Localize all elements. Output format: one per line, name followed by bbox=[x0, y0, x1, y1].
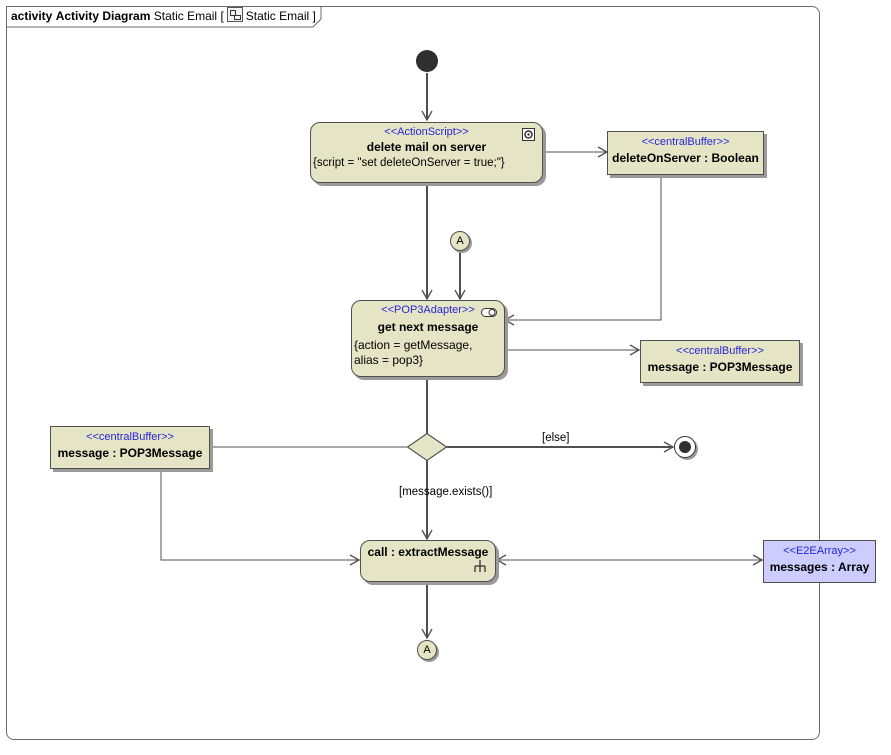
guard-message-exists: [message.exists()] bbox=[399, 486, 493, 498]
array-name: messages : Array bbox=[769, 560, 870, 574]
connector-a-top[interactable]: A bbox=[450, 231, 470, 251]
tagged-value: {script = "set deleteOnServer = true;"} bbox=[313, 157, 505, 169]
frame-ref-name: Static Email bbox=[245, 9, 310, 23]
call-behavior-rake-icon bbox=[474, 560, 486, 572]
buffer-name: message : POP3Message bbox=[647, 360, 793, 374]
tagged-value-line2: alias = pop3} bbox=[354, 353, 424, 367]
stereotype-label: <<ActionScript>> bbox=[384, 126, 469, 138]
diagram-frame bbox=[6, 6, 820, 740]
objflow-message-to-extract bbox=[160, 470, 361, 566]
stereotype-label: <<centralBuffer>> bbox=[86, 431, 174, 443]
central-buffer-delete-on-server[interactable]: <<centralBuffer>> deleteOnServer : Boole… bbox=[607, 131, 764, 175]
central-buffer-message-out[interactable]: <<centralBuffer>> message : POP3Message bbox=[640, 340, 800, 383]
activity-diagram-icon bbox=[226, 7, 243, 22]
central-buffer-message-in[interactable]: <<centralBuffer>> message : POP3Message bbox=[50, 426, 210, 469]
e2e-array-messages[interactable]: <<E2EArray>> messages : Array bbox=[763, 540, 876, 583]
connector-a-bottom[interactable]: A bbox=[417, 640, 437, 660]
guard-else: [else] bbox=[542, 432, 570, 444]
buffer-name: message : POP3Message bbox=[57, 446, 203, 460]
action-name: call : extractMessage bbox=[367, 545, 489, 559]
script-icon bbox=[522, 128, 535, 141]
buffer-name: deleteOnServer : Boolean bbox=[612, 151, 759, 165]
frame-keyword: activity bbox=[11, 9, 53, 23]
action-name: delete mail on server bbox=[366, 140, 487, 154]
stereotype-label: <<E2EArray>> bbox=[783, 545, 856, 557]
frame-diagram-type: Activity Diagram bbox=[55, 9, 151, 23]
initial-node[interactable] bbox=[416, 50, 438, 72]
tagged-value-line1: {action = getMessage, bbox=[354, 338, 473, 352]
stereotype-label: <<centralBuffer>> bbox=[641, 136, 730, 148]
action-delete-mail-on-server[interactable]: <<ActionScript>> delete mail on server {… bbox=[310, 122, 543, 183]
adapter-toggle-icon bbox=[481, 308, 497, 317]
action-call-extract-message[interactable]: call : extractMessage bbox=[360, 540, 496, 582]
frame-ref-open: [ bbox=[220, 9, 224, 23]
frame-ref-close: ] bbox=[312, 9, 316, 23]
diagram-frame-tab: activity Activity Diagram Static Email [… bbox=[6, 6, 316, 27]
activity-final-node[interactable] bbox=[674, 436, 696, 458]
objflow-buffer-to-getnext bbox=[503, 175, 662, 326]
stereotype-label: <<centralBuffer>> bbox=[676, 345, 764, 357]
stereotype-label: <<POP3Adapter>> bbox=[381, 304, 475, 316]
frame-diagram-name: Static Email bbox=[153, 9, 218, 23]
action-get-next-message[interactable]: <<POP3Adapter>> get next message {action… bbox=[351, 300, 505, 377]
action-name: get next message bbox=[377, 320, 479, 334]
